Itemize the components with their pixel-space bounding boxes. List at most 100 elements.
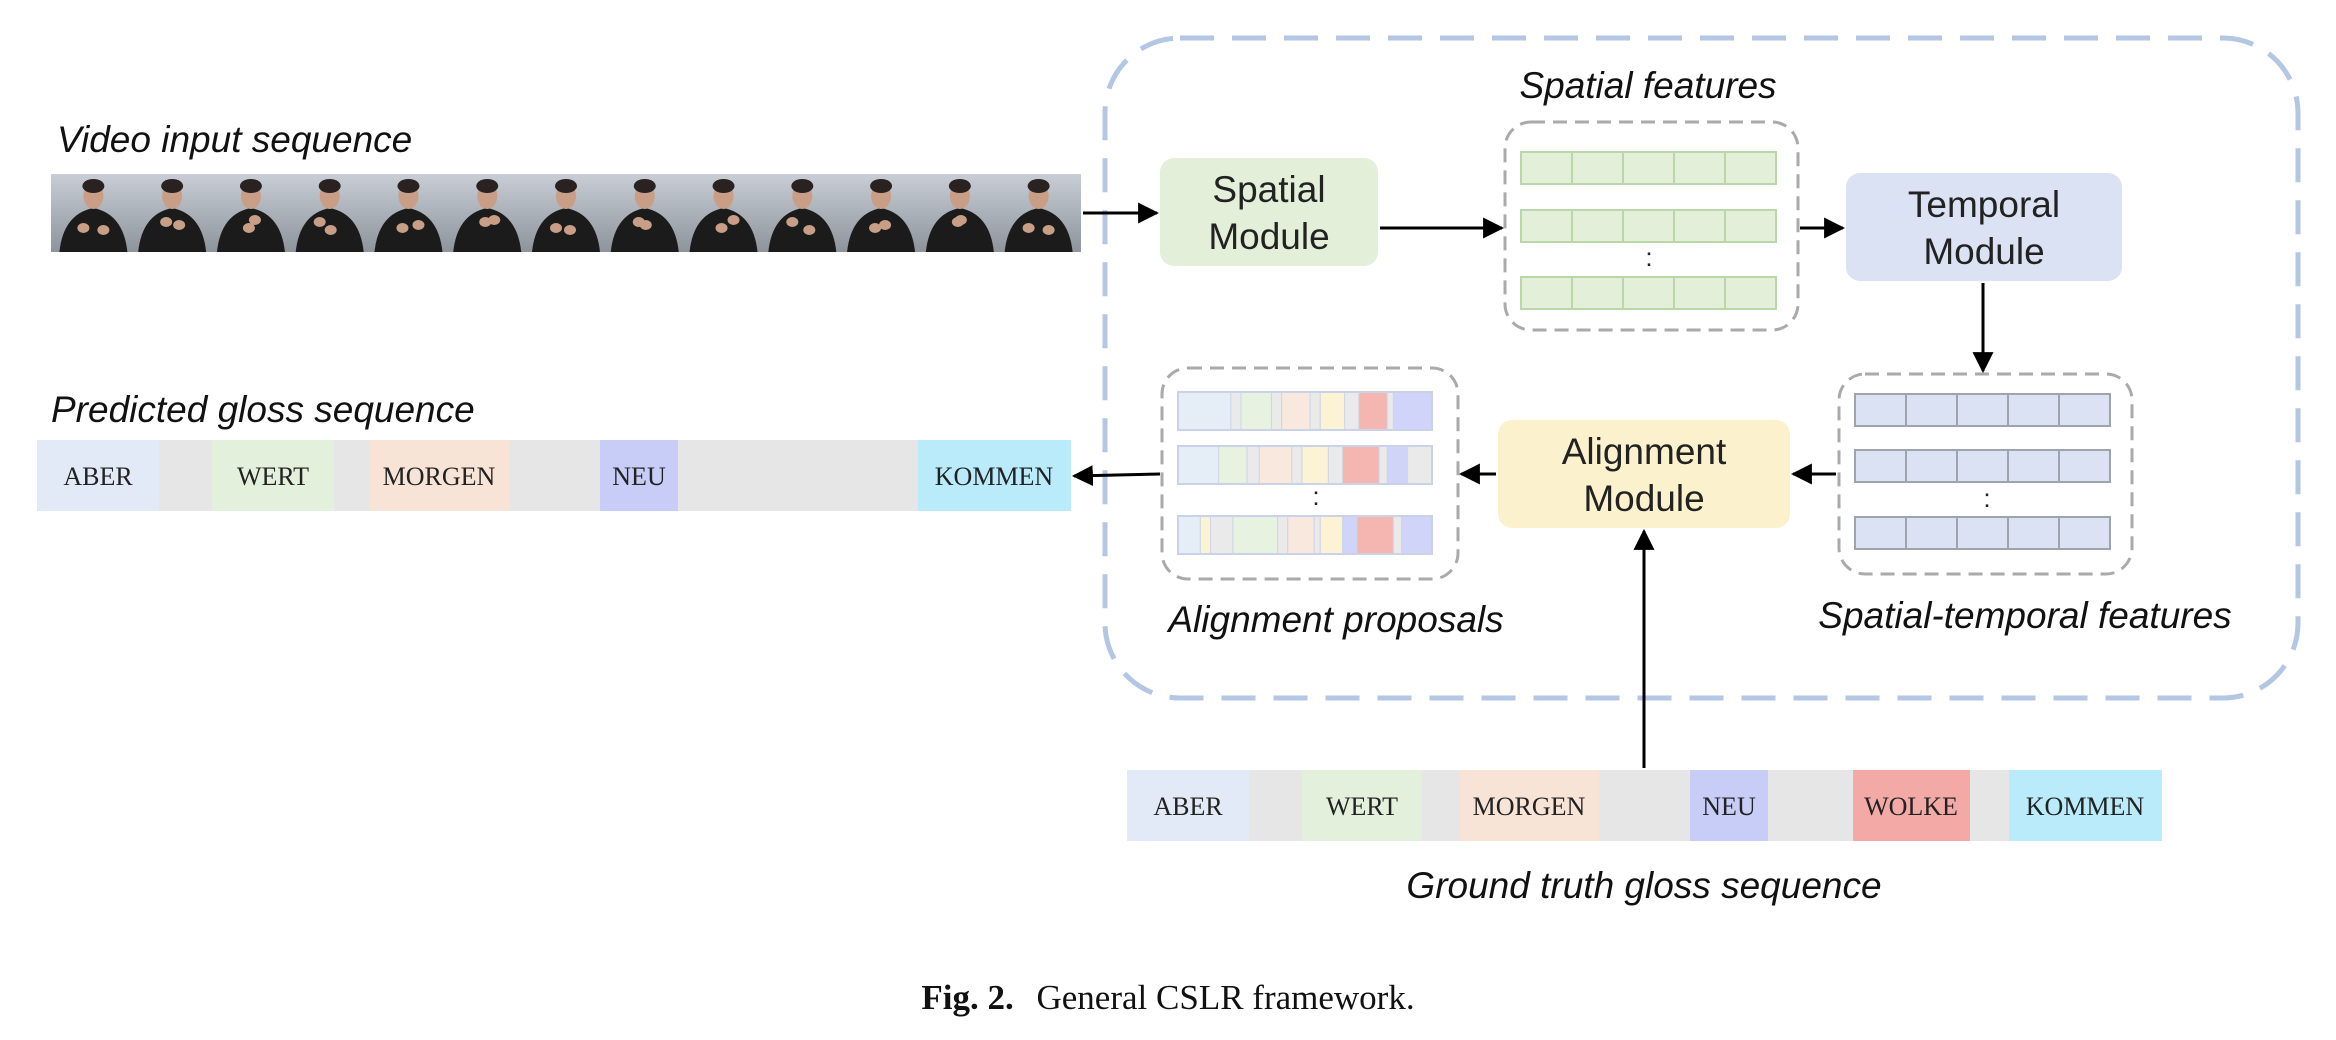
feature-cell — [1571, 209, 1624, 243]
feature-cell — [1673, 276, 1726, 310]
spatial-module — [1160, 158, 1378, 266]
feature-cell — [1905, 449, 1958, 483]
alignment-module — [1498, 420, 1790, 528]
ground-truth-gloss-aber — [1127, 770, 1249, 841]
video-frame — [295, 179, 364, 252]
video-frame — [610, 179, 679, 252]
feature-cell — [1956, 449, 2009, 483]
predicted-gloss-kommen — [918, 440, 1071, 511]
feature-cell — [1854, 393, 1907, 427]
feature-cell — [1905, 516, 1958, 550]
feature-cell — [1520, 209, 1573, 243]
alignment-segment — [1358, 391, 1388, 431]
video-frame — [532, 179, 600, 252]
predicted-gloss-label: Predicted gloss sequence — [51, 389, 475, 430]
alignment-segment — [1386, 445, 1409, 485]
alignment-segment — [1240, 391, 1272, 431]
figure-caption-number: Fig. 2. — [921, 978, 1013, 1017]
feature-cell — [1673, 209, 1726, 243]
alignment-segment — [1342, 445, 1380, 485]
ground-truth-gloss-sequence: ABER WERT MORGEN NEU WOLKE KOMMEN — [1127, 770, 2162, 841]
feature-cell — [1520, 276, 1573, 310]
alignment-segment — [1199, 515, 1212, 555]
alignment-segment — [1270, 391, 1283, 431]
alignment-segment — [1401, 515, 1433, 555]
feature-cell — [1956, 516, 2009, 550]
predicted-gloss-morgen — [370, 440, 509, 511]
feature-cell — [2007, 393, 2060, 427]
alignment-segment — [1319, 391, 1346, 431]
alignment-segment — [1313, 515, 1321, 555]
alignment-segment — [1378, 445, 1388, 485]
ground-truth-gloss-neu — [1690, 770, 1768, 841]
alignment-proposals-box — [1160, 366, 1460, 581]
feature-cell — [1854, 516, 1907, 550]
predicted-gloss-sequence: ABER WERT MORGEN NEU KOMMEN — [37, 440, 1071, 511]
spatial-module-label-1: Spatial — [1212, 169, 1325, 210]
alignment-segment — [1218, 445, 1248, 485]
ground-truth-gloss-wolke — [1853, 770, 1970, 841]
video-frame — [1004, 179, 1073, 252]
alignment-row-outline — [1177, 391, 1433, 431]
feature-cell — [1673, 151, 1726, 185]
video-frame — [768, 179, 837, 252]
feature-cell — [1520, 151, 1573, 185]
alignment-segment — [1177, 391, 1232, 431]
alignment-segment — [1277, 515, 1289, 555]
video-input-label: Video input sequence — [57, 119, 412, 160]
feature-cell — [2058, 393, 2111, 427]
ground-truth-gloss-morgen-text: MORGEN — [1473, 792, 1586, 821]
alignment-segment — [1392, 391, 1433, 431]
video-frame — [374, 179, 443, 252]
alignment-segment — [1386, 391, 1394, 431]
temporal-module-label-1: Temporal — [1908, 184, 2060, 225]
spatial-temporal-feature-rows — [1854, 393, 2111, 550]
feature-cell — [1622, 276, 1675, 310]
alignment-module-label-2: Module — [1583, 478, 1704, 519]
video-frame — [59, 179, 128, 252]
predicted-gloss-kommen-text: KOMMEN — [935, 462, 1054, 491]
predicted-gloss-aber — [37, 440, 159, 511]
video-frames-strip — [51, 174, 1081, 252]
alignment-segment — [1344, 391, 1360, 431]
video-frame — [138, 179, 207, 252]
figure-caption-text: General CSLR framework. — [1037, 978, 1415, 1017]
alignment-segment — [1232, 515, 1279, 555]
predicted-gloss-neu-text: NEU — [612, 462, 666, 491]
ground-truth-gloss-wolke-text: WOLKE — [1864, 792, 1958, 821]
alignment-proposals-ellipsis: : — [1312, 481, 1319, 511]
alignment-row-outline — [1177, 445, 1433, 485]
feature-cell — [1905, 393, 1958, 427]
ground-truth-label: Ground truth gloss sequence — [1406, 865, 1881, 906]
ground-truth-gloss-wert-text: WERT — [1326, 792, 1398, 821]
alignment-segment — [1407, 445, 1433, 485]
feature-cell — [2007, 449, 2060, 483]
ground-truth-gloss-wert — [1302, 770, 1422, 841]
alignment-row-outline — [1177, 515, 1433, 555]
video-frame — [925, 179, 994, 252]
video-frame — [847, 179, 916, 252]
alignment-proposals-label: Alignment proposals — [1166, 599, 1503, 640]
alignment-segment — [1281, 391, 1311, 431]
predicted-gloss-wert-text: WERT — [237, 462, 309, 491]
spatial-feature-rows — [1520, 151, 1777, 310]
video-frame — [216, 179, 285, 252]
feature-cell — [1724, 209, 1777, 243]
alignment-segment — [1309, 391, 1321, 431]
alignment-segment — [1291, 445, 1303, 485]
alignment-segment — [1301, 445, 1329, 485]
alignment-segment — [1177, 445, 1220, 485]
predicted-gloss-neu — [600, 440, 678, 511]
ground-truth-gloss-kommen — [2009, 770, 2162, 841]
feature-cell — [1571, 151, 1624, 185]
alignment-segment — [1342, 515, 1358, 555]
alignment-segment — [1258, 445, 1293, 485]
alignment-module-label-1: Alignment — [1562, 431, 1727, 472]
feature-cell — [1622, 151, 1675, 185]
feature-cell — [1956, 393, 2009, 427]
temporal-module-label-2: Module — [1923, 231, 2044, 272]
feature-cell — [1724, 151, 1777, 185]
predicted-gloss-aber-text: ABER — [63, 462, 133, 491]
alignment-segment — [1287, 515, 1315, 555]
figure-caption: Fig. 2. General CSLR framework. — [921, 978, 1414, 1017]
